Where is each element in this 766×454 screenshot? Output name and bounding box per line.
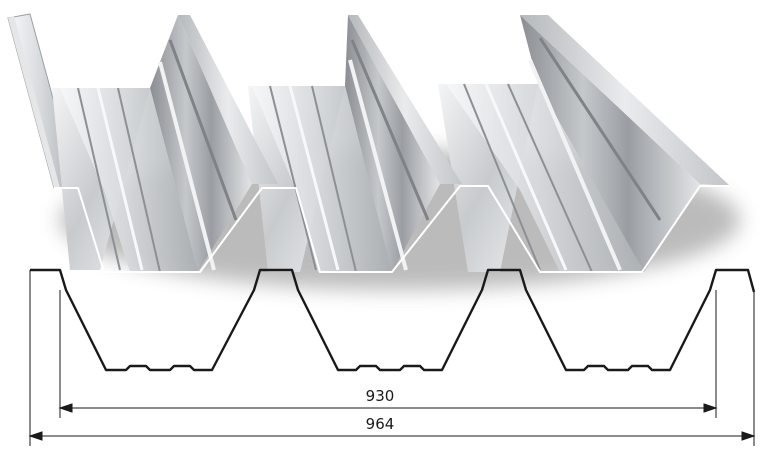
- dimension-964-label: 964: [366, 415, 395, 433]
- sheet-illustration: [7, 13, 730, 273]
- profile-section: [30, 268, 756, 372]
- dimension-930-label: 930: [366, 387, 395, 405]
- profile-line: [30, 268, 756, 372]
- dimension-lines: [28, 270, 756, 446]
